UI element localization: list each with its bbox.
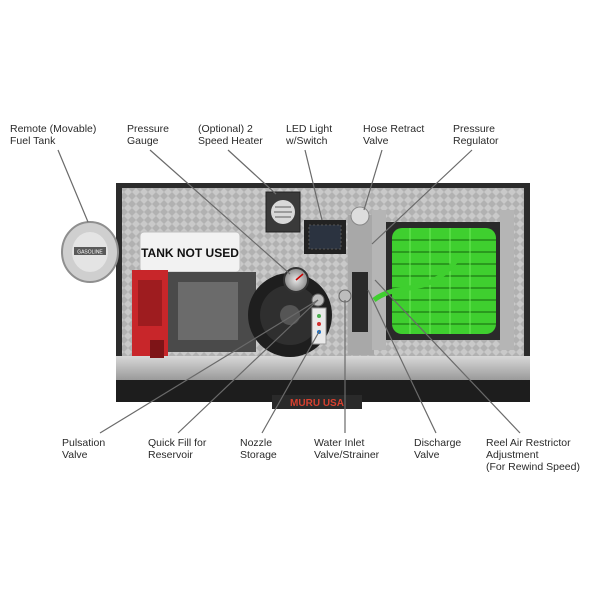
valve-manifold — [311, 206, 374, 355]
leader-reel-restrictor — [374, 279, 521, 434]
hose-coils — [392, 228, 496, 334]
label-reel-restrictor: Reel Air Restrictor Adjustment (For Rewi… — [486, 437, 580, 473]
led-light — [304, 220, 346, 254]
label-discharge-valve: Discharge Valve — [414, 437, 462, 461]
label-pressure-regulator: Pressure Regulator — [453, 123, 499, 147]
fuel-tank: GASOLINE — [61, 221, 119, 283]
hose-reel — [372, 210, 514, 350]
label-nozzle-storage: Nozzle Storage — [240, 437, 277, 461]
heater-vent — [265, 191, 301, 233]
label-hose-retract: Hose Retract Valve — [363, 123, 425, 147]
brand-plate-text: MURU USA — [290, 398, 344, 409]
leader-lines — [57, 149, 521, 434]
leader-fuel-tank — [57, 149, 89, 223]
leader-speed-heater — [227, 149, 277, 195]
tank-sign-text: TANK NOT USED — [141, 246, 239, 260]
leader-hose-retract — [363, 149, 383, 211]
fuel-tank-label: GASOLINE — [77, 250, 103, 256]
leader-quick-fill — [177, 299, 319, 434]
leader-pressure-gauge — [149, 149, 291, 275]
leader-pressure-regulator — [371, 149, 473, 245]
label-pulsation-valve: Pulsation Valve — [62, 437, 106, 461]
label-pressure-gauge: Pressure Gauge — [127, 123, 170, 147]
label-led-light: LED Light w/Switch — [286, 123, 333, 147]
leader-nozzle-storage — [261, 329, 321, 434]
label-water-inlet: Water Inlet Valve/Strainer — [314, 437, 380, 461]
leader-discharge-valve — [367, 289, 437, 434]
leader-pulsation-valve — [99, 299, 319, 434]
label-fuel-tank: Remote (Movable) Fuel Tank — [10, 123, 97, 147]
brand-plate: MURU USA — [272, 395, 362, 409]
pump-pulley — [248, 273, 332, 357]
leader-led-light — [304, 149, 323, 221]
label-speed-heater: (Optional) 2 Speed Heater — [198, 123, 263, 147]
engine: TANK NOT USED — [132, 231, 256, 358]
label-quick-fill: Quick Fill for Reservoir — [148, 437, 207, 461]
